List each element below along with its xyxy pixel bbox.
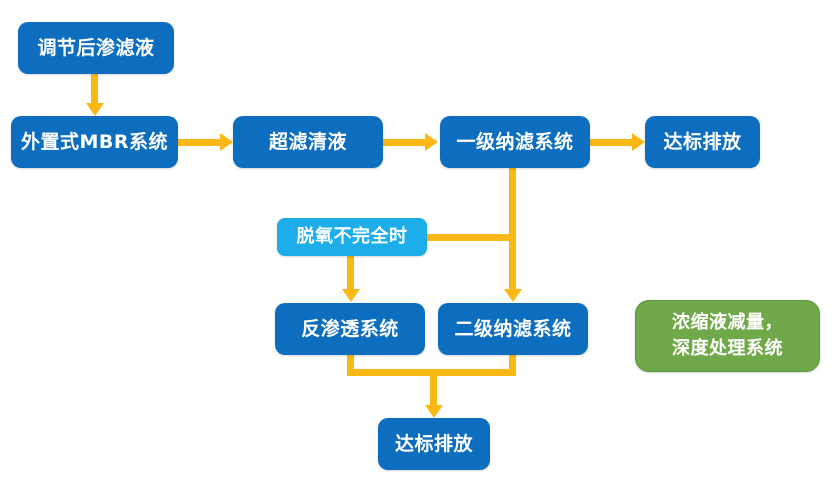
connector-deoxy-to-ro — [347, 256, 354, 292]
node-second-stage-nanofiltration[interactable]: 二级纳滤系统 — [438, 303, 588, 355]
connector-mbr-to-uf — [178, 138, 222, 146]
connector-deoxy-to-trunk — [427, 233, 516, 241]
node-ultrafiltration-clear-liquid[interactable]: 超滤清液 — [233, 116, 383, 168]
connector-merge-to-discharge2 — [430, 376, 437, 406]
arrowhead-uf-to-nf1 — [425, 133, 438, 151]
arrowhead-deoxy-to-ro — [341, 289, 360, 302]
connector-merge-bar — [347, 369, 516, 376]
node-raw-leachate[interactable]: 调节后渗滤液 — [18, 22, 174, 74]
arrowhead-nf1-to-discharge — [632, 133, 645, 151]
node-first-stage-nanofiltration[interactable]: 一级纳滤系统 — [440, 116, 590, 168]
arrowhead-nf1-to-nf2 — [503, 289, 522, 302]
connector-ro-down-stub — [347, 355, 354, 376]
connector-nf2-down-stub — [509, 355, 516, 376]
connector-raw-to-mbr — [91, 74, 98, 104]
node-mbr-system[interactable]: 外置式MBR系统 — [11, 116, 178, 168]
node-concentrate-reduction-system[interactable]: 浓缩液减量， 深度处理系统 — [635, 300, 820, 372]
node-compliant-discharge-bottom[interactable]: 达标排放 — [378, 418, 490, 470]
node-compliant-discharge-top[interactable]: 达标排放 — [645, 116, 760, 168]
arrowhead-merge-to-discharge2 — [424, 405, 443, 418]
arrowhead-mbr-to-uf — [220, 133, 233, 151]
connector-nf1-to-nf2 — [509, 168, 516, 290]
node-incomplete-deoxygenation[interactable]: 脱氧不完全时 — [277, 218, 427, 256]
connector-uf-to-nf1 — [383, 138, 427, 146]
connector-nf1-to-discharge — [590, 138, 634, 146]
arrowhead-raw-to-mbr — [85, 103, 104, 116]
node-reverse-osmosis-system[interactable]: 反渗透系统 — [275, 303, 425, 355]
